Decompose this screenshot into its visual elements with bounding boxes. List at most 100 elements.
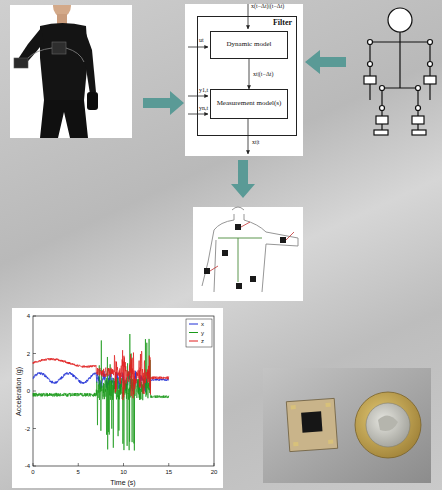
sensor-axis <box>210 266 218 271</box>
suit-photo <box>10 5 132 138</box>
tick-mark <box>78 463 79 466</box>
legend-label: x <box>201 321 204 327</box>
joint <box>416 86 421 91</box>
pcb <box>286 398 337 451</box>
tick-label: 2 <box>27 351 30 357</box>
sensor <box>280 237 286 243</box>
joint <box>368 62 373 67</box>
filter-panel <box>185 4 303 156</box>
arm <box>369 42 370 100</box>
sensor <box>235 224 241 230</box>
tick-label: -4 <box>25 463 30 469</box>
plot-ground <box>12 308 223 488</box>
block-name: Measurement model(s) <box>217 100 282 108</box>
joint <box>428 40 433 45</box>
sensor-axis <box>286 232 294 240</box>
legs <box>40 100 88 138</box>
control-input-line <box>188 47 208 48</box>
joint <box>380 86 385 91</box>
drawing-part <box>210 222 294 271</box>
drawing-part <box>202 207 298 292</box>
process-box: Dynamic model <box>210 31 288 59</box>
sensor-wire <box>66 48 84 62</box>
head <box>388 8 412 32</box>
coin-ring <box>355 392 421 458</box>
joint <box>368 40 373 45</box>
sensor <box>250 276 256 282</box>
pad <box>293 442 298 446</box>
signal-label: x(t−Δt)|(t−Δt) <box>251 3 284 9</box>
plot-frame <box>33 316 214 466</box>
signal-label: xt|(t−Δt) <box>252 71 274 77</box>
block-heading: Filter <box>273 19 292 28</box>
tick-label: 10 <box>120 469 127 475</box>
signal-trace <box>33 350 169 400</box>
block-name: Dynamic model <box>227 41 272 49</box>
tick-mark <box>33 353 36 354</box>
tick-mark <box>33 428 36 429</box>
tick-mark <box>33 316 36 317</box>
coin-relief <box>378 415 398 431</box>
sensor-unit <box>52 42 66 54</box>
drawing-part <box>286 398 337 451</box>
tick-label: 4 <box>27 313 30 319</box>
signal-trace <box>33 334 169 450</box>
tick-mark <box>33 391 36 392</box>
flow-arrow <box>143 91 184 115</box>
joint <box>416 106 421 111</box>
chip-photo <box>263 368 431 483</box>
filter-frame: FilterDynamic modelMeasurement model(s) <box>197 16 297 136</box>
foot <box>412 130 426 135</box>
sensor <box>236 283 242 289</box>
sensor-wire <box>28 48 52 58</box>
hips <box>382 87 418 88</box>
tick-label: -2 <box>25 426 30 432</box>
arm-band <box>14 58 28 68</box>
flow-arrow <box>305 50 346 74</box>
signal-label: xt|t <box>252 139 260 145</box>
joint <box>428 62 433 67</box>
legend-label: y <box>201 330 204 336</box>
drawing-part <box>291 403 334 447</box>
neck <box>57 14 67 24</box>
torso <box>40 23 88 100</box>
legend-sample <box>189 332 198 333</box>
axis-line <box>218 238 262 239</box>
tick-mark <box>33 466 36 467</box>
drawing-part <box>204 224 286 289</box>
axis-line <box>238 238 239 282</box>
photo-ground <box>10 5 132 138</box>
flow-connector <box>249 59 250 89</box>
tick-label: 5 <box>77 469 80 475</box>
tick-mark <box>33 463 34 466</box>
spine <box>399 32 400 88</box>
legend-samples <box>189 324 198 341</box>
tick-mark <box>168 463 169 466</box>
tick-mark <box>123 463 124 466</box>
segment-block <box>364 76 376 84</box>
plot-lines <box>33 334 169 450</box>
plot-ticks <box>33 316 214 466</box>
tick-label: 0 <box>27 388 30 394</box>
segment-block <box>424 76 436 84</box>
tick-mark <box>214 463 215 466</box>
pad <box>328 440 333 444</box>
flow-arrow <box>231 160 255 198</box>
torso-outline <box>202 214 234 286</box>
legend-sample <box>189 324 198 325</box>
axis-title: Time (s) <box>110 479 135 486</box>
measurement-input-line <box>188 96 208 97</box>
right-arm <box>84 28 96 94</box>
joint <box>380 106 385 111</box>
legend-sample <box>189 341 198 342</box>
legend-label: z <box>201 338 204 344</box>
state-output-line <box>248 118 249 154</box>
sensor-axis <box>241 222 250 227</box>
axis-title: Acceleration (g) <box>16 366 23 415</box>
shoulders <box>370 41 430 42</box>
sketch-ground <box>193 207 303 301</box>
pad <box>291 405 296 409</box>
foot <box>374 130 388 135</box>
